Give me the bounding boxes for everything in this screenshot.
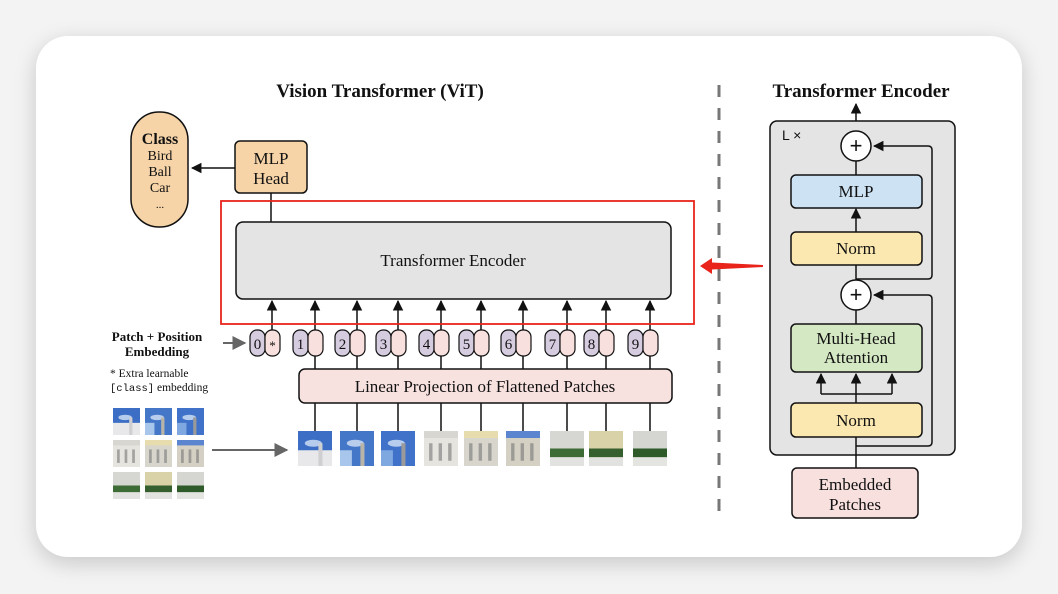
- attention-label-line2: Attention: [824, 348, 889, 367]
- flattened-patch: [424, 431, 458, 466]
- image-grid-tile: [113, 472, 140, 499]
- flattened-patch-sequence: [298, 403, 667, 466]
- class-item: Ball: [148, 165, 171, 180]
- residual-connection-2: [856, 140, 933, 280]
- zoom-pointer-arrow: [700, 258, 763, 274]
- image-grid-tile: [145, 408, 172, 435]
- svg-text:[class] embedding: [class] embedding: [110, 382, 208, 395]
- attention-label-line1: Multi-Head: [816, 329, 896, 348]
- class-heading: Class: [142, 131, 178, 148]
- linear-projection-box: Linear Projection of Flattened Patches: [298, 368, 673, 404]
- position-index: 6: [505, 337, 513, 353]
- linear-projection-label: Linear Projection of Flattened Patches: [355, 377, 616, 396]
- mlp-box: MLP: [790, 174, 923, 209]
- position-index: 3: [380, 337, 388, 353]
- position-index: 8: [588, 337, 596, 353]
- flattened-patch: [589, 431, 623, 466]
- mlp-head-line2: Head: [253, 169, 289, 188]
- norm-box-bottom: Norm: [790, 402, 923, 438]
- flattened-patch: [340, 431, 374, 466]
- embedding-label-line2: Embedding: [125, 344, 190, 359]
- position-index: 9: [632, 337, 640, 353]
- position-index: 7: [549, 337, 557, 353]
- class-item: Car: [150, 181, 171, 196]
- flattened-patch: [633, 431, 667, 466]
- patch-embedding-pill: [433, 329, 450, 357]
- embedded-patches-line1: Embedded: [819, 475, 892, 494]
- token-embedding-pair: 1: [292, 329, 324, 357]
- residual-connection-1: [856, 289, 933, 447]
- class-token-note-line2: embedding: [154, 382, 208, 394]
- token-embedding-pair: 2: [334, 329, 366, 357]
- mlp-head-box: MLP Head: [234, 140, 308, 194]
- token-embedding-pair: 5: [458, 329, 490, 357]
- norm-label: Norm: [836, 239, 876, 258]
- highlight-box: [220, 200, 695, 325]
- plus-icon: +: [850, 282, 863, 307]
- patch-embedding-pill: [349, 329, 366, 357]
- add-node-top: +: [840, 130, 872, 162]
- position-index: 4: [423, 337, 431, 353]
- patch-embedding-pill: [264, 329, 281, 357]
- image-grid-tile: [113, 408, 140, 435]
- token-embedding-pair: 7: [544, 329, 576, 357]
- image-grid-tile: [145, 472, 172, 499]
- flattened-patch: [550, 431, 584, 466]
- transformer-encoder-box: Transformer Encoder: [235, 221, 672, 300]
- multi-head-attention-box: Multi-Head Attention: [790, 323, 923, 373]
- patch-embedding-pill: [307, 329, 324, 357]
- flattened-patch: [464, 431, 498, 466]
- plus-icon: +: [850, 133, 863, 158]
- position-index: 1: [297, 337, 305, 353]
- input-image-grid: [113, 408, 204, 499]
- patch-embedding-pill: [559, 329, 576, 357]
- transformer-encoder-label: Transformer Encoder: [380, 251, 526, 270]
- class-item: ...: [156, 199, 165, 211]
- position-index: 5: [463, 337, 471, 353]
- position-index: 2: [339, 337, 347, 353]
- image-grid-tile: [113, 440, 140, 467]
- class-item: Bird: [148, 149, 173, 164]
- flattened-patch: [381, 431, 415, 466]
- add-node-bottom: +: [840, 279, 872, 311]
- flattened-patch: [506, 431, 540, 466]
- token-embedding-pair: 3: [375, 329, 407, 357]
- token-embedding-pair: 4: [418, 329, 450, 357]
- image-grid-tile: [177, 408, 204, 435]
- class-token-note-line1: * Extra learnable: [110, 368, 189, 380]
- patch-embedding-pill: [598, 329, 615, 357]
- patch-embedding-pill: [473, 329, 490, 357]
- patch-embedding-pill: [390, 329, 407, 357]
- image-grid-tile: [177, 440, 204, 467]
- image-grid-tile: [177, 472, 204, 499]
- class-output-box: Class Bird Ball Car ...: [130, 111, 189, 228]
- position-index: 0: [254, 337, 262, 353]
- norm-label: Norm: [836, 411, 876, 430]
- class-token-marker: *: [269, 338, 276, 353]
- image-grid-tile: [145, 440, 172, 467]
- encoder-detail-title: Transformer Encoder: [772, 81, 950, 102]
- embedding-label-line1: Patch + Position: [112, 329, 203, 344]
- token-embedding-pair: 8: [583, 329, 615, 357]
- patch-embedding-pill: [642, 329, 659, 357]
- patch-embedding-pill: [515, 329, 532, 357]
- vit-title: Vision Transformer (ViT): [276, 81, 484, 102]
- embedded-patches-line2: Patches: [829, 495, 881, 514]
- embedded-patches-box: Embedded Patches: [791, 467, 919, 519]
- mlp-head-line1: MLP: [254, 149, 289, 168]
- repeat-label: L ×: [782, 127, 801, 143]
- mlp-label: MLP: [839, 182, 874, 201]
- token-embedding-pair: 0*: [249, 329, 281, 357]
- class-token-note-code: [class]: [110, 383, 154, 395]
- norm-box-top: Norm: [790, 231, 923, 266]
- token-embedding-pair: 6: [500, 329, 532, 357]
- token-embedding-pair: 9: [627, 329, 659, 357]
- flattened-patch: [298, 431, 332, 466]
